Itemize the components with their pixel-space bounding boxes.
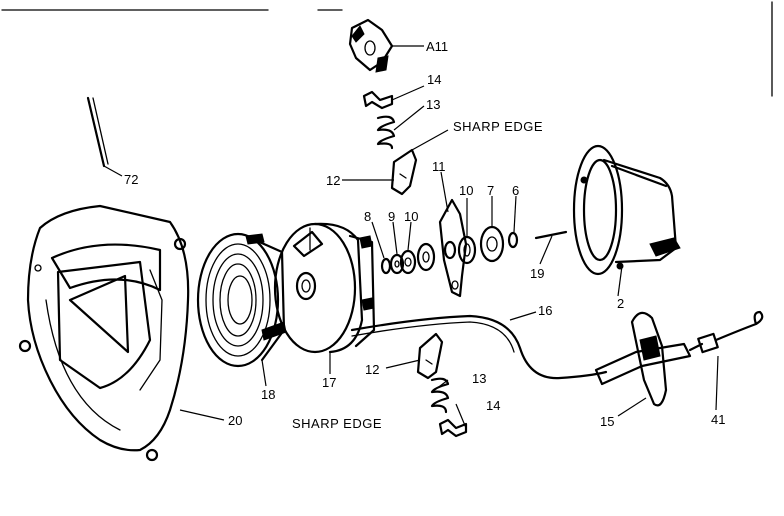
sharp-edge-note-bottom: SHARP EDGE <box>292 416 382 431</box>
part-19-pin <box>534 230 568 240</box>
scan-border <box>1 1 773 97</box>
label-11: 11 <box>432 159 446 174</box>
part-16-rope <box>350 314 608 380</box>
label-14-bottom: 14 <box>486 398 500 413</box>
part-11-plate <box>438 198 468 298</box>
label-19: 19 <box>530 266 544 281</box>
label-17: 17 <box>322 375 336 390</box>
label-2: 2 <box>617 296 624 311</box>
label-7: 7 <box>487 183 494 198</box>
label-9: 9 <box>388 209 395 224</box>
label-72: 72 <box>124 172 138 187</box>
part-72-rod <box>86 96 109 168</box>
label-8: 8 <box>364 209 371 224</box>
part-14-top <box>362 90 394 110</box>
label-10-a: 10 <box>459 183 473 198</box>
label-13-bottom: 13 <box>472 371 486 386</box>
part-15-handle <box>594 311 692 407</box>
label-20: 20 <box>228 413 242 428</box>
part-2-cup <box>572 144 681 276</box>
label-13-top: 13 <box>426 97 440 112</box>
part-12-bottom <box>416 332 444 380</box>
label-10-b: 10 <box>404 209 418 224</box>
part-a11 <box>348 18 394 73</box>
part-13-bottom <box>430 377 450 414</box>
label-6: 6 <box>512 183 519 198</box>
part-13-top <box>376 115 396 150</box>
sharp-edge-note-top: SHARP EDGE <box>453 119 543 134</box>
label-41: 41 <box>711 412 725 427</box>
leader-lines <box>103 45 719 429</box>
label-12-bottom: 12 <box>365 362 379 377</box>
washers-10-7-6 <box>457 225 519 265</box>
part-12-top <box>390 148 418 196</box>
label-12-top: 12 <box>326 173 340 188</box>
part-18-spring <box>196 232 287 368</box>
label-a11: A11 <box>426 39 448 54</box>
part-41-ferrule <box>688 310 764 354</box>
washers-8-9-10 <box>380 242 436 275</box>
part-14-bottom <box>438 418 468 438</box>
label-18: 18 <box>261 387 275 402</box>
part-17-pulley <box>273 222 376 354</box>
part-20-housing <box>18 204 190 462</box>
label-14-top: 14 <box>427 72 441 87</box>
label-15: 15 <box>600 414 614 429</box>
label-16: 16 <box>538 303 552 318</box>
